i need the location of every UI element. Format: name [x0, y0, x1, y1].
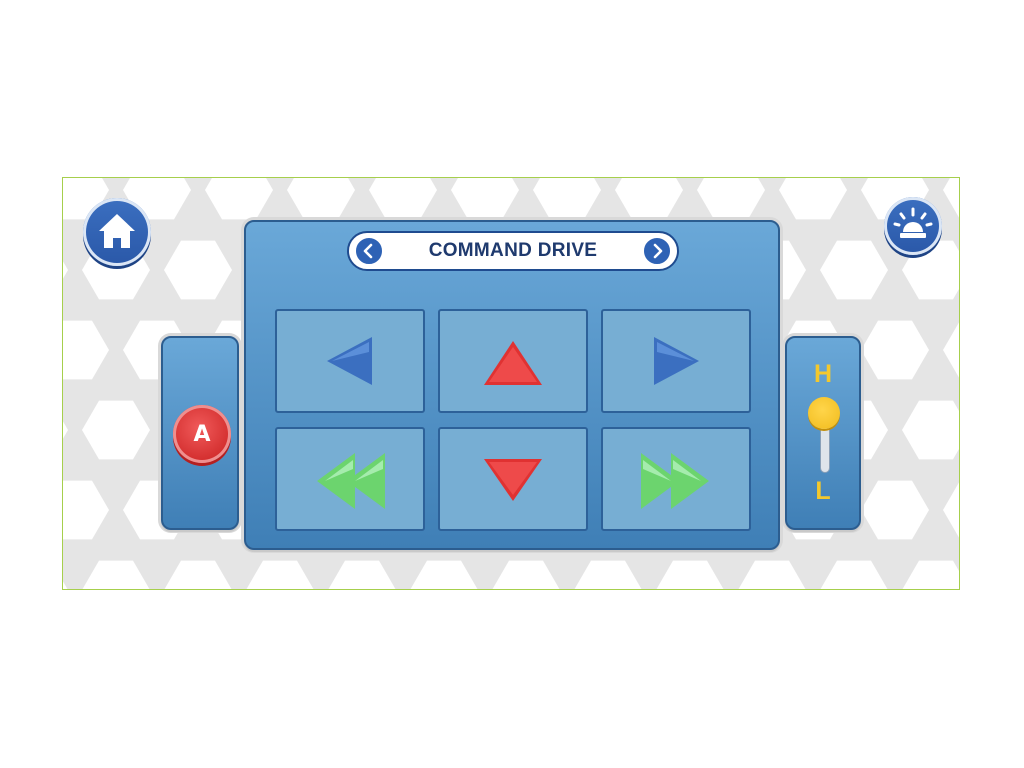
hexagon-tile	[205, 178, 273, 220]
backward-button[interactable]	[438, 427, 588, 531]
hexagon-tile	[82, 400, 150, 460]
hexagon-tile	[451, 178, 519, 220]
hexagon-tile	[492, 560, 560, 589]
app-frame: A COMMAND DRIVE	[62, 177, 960, 590]
hexagon-tile	[164, 560, 232, 589]
hexagon-tile	[820, 240, 888, 300]
hexagon-tile	[164, 240, 232, 300]
hexagon-tile	[943, 322, 959, 378]
hexagon-tile	[902, 400, 959, 460]
hexagon-tile	[533, 178, 601, 220]
rewind-button[interactable]	[275, 427, 425, 531]
hexagon-tile	[943, 482, 959, 538]
hexagon-tile	[410, 560, 478, 589]
a-button[interactable]: A	[173, 405, 231, 463]
hexagon-tile	[63, 421, 68, 439]
speed-slider-handle[interactable]	[808, 397, 840, 429]
turn-left-button[interactable]	[275, 309, 425, 413]
hexagon-tile	[615, 178, 683, 220]
hexagon-tile	[574, 560, 642, 589]
arrow-left-icon	[327, 337, 372, 385]
speed-high-label: H	[813, 360, 833, 388]
hexagon-tile	[369, 178, 437, 220]
hexagon-tile	[861, 480, 929, 540]
hexagon-tile	[63, 320, 109, 380]
speed-panel: H L	[785, 336, 861, 530]
hexagon-tile	[63, 261, 68, 279]
hexagon-tile	[779, 178, 847, 220]
hexagon-tile	[861, 320, 929, 380]
hexagon-tile	[246, 560, 314, 589]
forward-button[interactable]	[438, 309, 588, 413]
hexagon-tile	[820, 560, 888, 589]
hexagon-tile	[656, 560, 724, 589]
arrow-down-icon	[484, 459, 542, 501]
home-icon	[99, 214, 135, 248]
prev-mode-button[interactable]	[354, 236, 384, 266]
chevron-right-icon	[653, 243, 663, 259]
action-panel: A	[161, 336, 239, 530]
fast-forward-button[interactable]	[601, 427, 751, 531]
hexagon-tile	[63, 581, 68, 589]
mode-selector: COMMAND DRIVE	[347, 231, 679, 271]
hexagon-tile	[738, 560, 806, 589]
turn-right-button[interactable]	[601, 309, 751, 413]
hexagon-tile	[82, 560, 150, 589]
alarm-button[interactable]	[884, 197, 942, 255]
hexagon-tile	[287, 178, 355, 220]
mode-title: COMMAND DRIVE	[428, 240, 598, 261]
speed-low-label: L	[815, 477, 831, 505]
fast-forward-icon	[641, 453, 709, 509]
hexagon-tile	[328, 560, 396, 589]
hexagon-tile	[697, 178, 765, 220]
chevron-left-icon	[363, 243, 373, 259]
arrow-right-icon	[654, 337, 699, 385]
arrow-up-icon	[484, 341, 542, 385]
hexagon-tile	[943, 178, 959, 218]
hexagon-tile	[902, 240, 959, 300]
hexagon-tile	[902, 560, 959, 589]
rewind-icon	[317, 453, 385, 509]
hexagon-tile	[63, 480, 109, 540]
home-button[interactable]	[83, 198, 151, 266]
next-mode-button[interactable]	[642, 236, 672, 266]
siren-icon	[893, 207, 933, 238]
control-panel: COMMAND DRIVE	[244, 220, 780, 550]
